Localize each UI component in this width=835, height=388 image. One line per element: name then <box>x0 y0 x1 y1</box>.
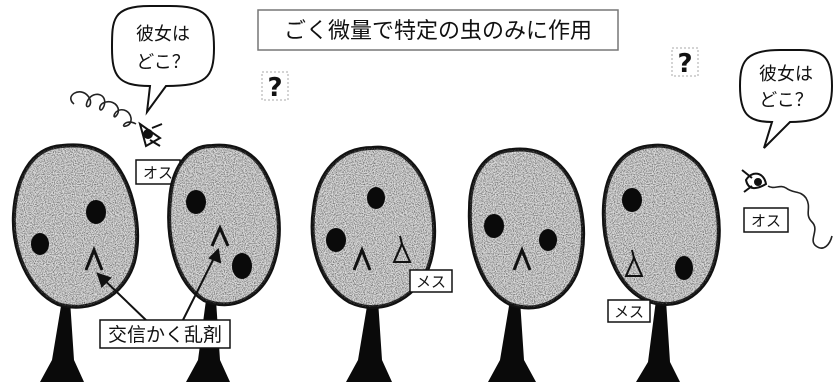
female-moth-center-icon <box>392 235 412 263</box>
title-box: ごく微量で特定の虫のみに作用 <box>257 9 619 51</box>
svg-text:?: ? <box>267 73 282 103</box>
svg-text:メス: メス <box>416 273 446 291</box>
question-mark-right: ? <box>671 47 699 79</box>
moth-trail-left <box>70 91 137 128</box>
svg-text:?: ? <box>677 49 692 79</box>
apple <box>186 190 206 214</box>
female-moth-right-icon <box>624 249 644 277</box>
apple <box>539 229 557 251</box>
tree-2 <box>167 143 281 382</box>
dispenser <box>84 245 104 271</box>
apple <box>675 256 693 280</box>
dispenser <box>210 224 230 247</box>
dispenser <box>512 245 532 271</box>
apple <box>367 187 385 209</box>
tree-4 <box>467 147 586 382</box>
dispenser-label-box: 交信かく乱剤 <box>99 319 231 349</box>
svg-text:メス: メス <box>614 303 644 321</box>
label-male-right: オス <box>743 207 789 233</box>
tree-3 <box>310 145 437 382</box>
apple <box>31 233 49 255</box>
tree-5 <box>601 143 721 382</box>
title-text: ごく微量で特定の虫のみに作用 <box>284 19 592 44</box>
apple <box>86 200 106 224</box>
label-female-center: メス <box>409 269 453 293</box>
speech-bubble-right: 彼女は どこ？ <box>738 49 834 149</box>
svg-text:オス: オス <box>143 164 173 182</box>
svg-text:オス: オス <box>751 212 781 230</box>
question-mark-left: ? <box>261 71 289 103</box>
speech-right-line2: どこ？ <box>759 90 812 111</box>
speech-left-line2: どこ？ <box>136 52 189 73</box>
male-moth-left-icon <box>138 121 163 148</box>
apple <box>622 188 642 212</box>
dispenser-label: 交信かく乱剤 <box>108 324 222 346</box>
apple <box>232 253 252 279</box>
speech-left-line1: 彼女は <box>136 24 190 45</box>
moth-trail-right <box>767 185 833 249</box>
dispenser-arrows <box>96 247 222 323</box>
male-moth-right-icon <box>741 169 768 193</box>
apple <box>484 214 504 238</box>
speech-right-line1: 彼女は <box>759 64 813 85</box>
speech-bubble-left: 彼女は どこ？ <box>110 5 216 116</box>
tree-1 <box>11 143 140 382</box>
label-female-right: メス <box>607 299 651 323</box>
apple <box>326 228 346 252</box>
dispenser <box>352 245 372 271</box>
label-male-left: オス <box>135 159 181 185</box>
